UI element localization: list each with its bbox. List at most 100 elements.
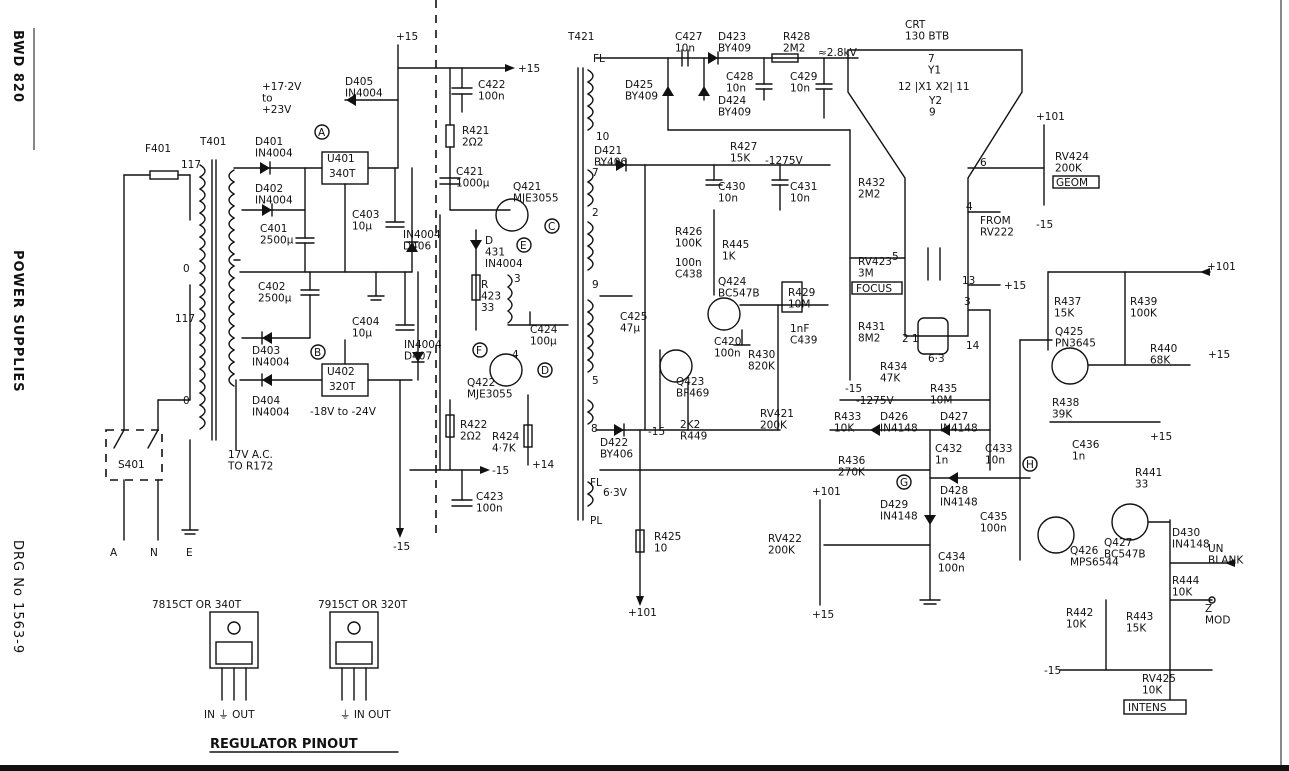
pinout-right-title: 7915CT OR 320T [318,599,408,611]
svg-text:-15: -15 [393,541,410,553]
svg-text:Y29: Y29 [928,95,942,119]
test-point-g [896,474,912,490]
svg-text:FL: FL [593,53,605,65]
svg-text:1: 1 [912,333,919,345]
svg-text:7: 7 [592,167,599,179]
fuse-f401 [149,170,179,180]
svg-text:-15: -15 [492,465,509,477]
svg-text:2: 2 [592,207,599,219]
fuse-label: F401 [145,143,171,155]
svg-text:3: 3 [964,296,971,308]
svg-text:5: 5 [592,375,599,387]
mains-a: A [110,547,118,559]
pinout-right-pins: ⏚ IN OUT [340,709,391,721]
svg-text:13: 13 [962,275,975,287]
svg-text:+15: +15 [518,63,540,75]
svg-text:6·3: 6·3 [928,353,945,365]
svg-text:B: B [314,347,321,359]
svg-text:-18V to -24V: -18V to -24V [310,406,377,418]
test-point-h [1022,456,1038,472]
pinout-left-pins: IN ⏚ OUT [204,709,255,721]
svg-text:+15: +15 [1208,349,1230,361]
svg-text:+15: +15 [1150,431,1172,443]
svg-text:117: 117 [181,159,201,171]
regulator-package-right [329,611,379,669]
svg-text:117: 117 [175,313,195,325]
svg-text:-15: -15 [845,383,862,395]
transistor-q421 [495,198,529,232]
svg-text:+101: +101 [812,486,841,498]
svg-text:+15: +15 [396,31,418,43]
svg-text:C: C [548,221,555,233]
svg-text:14: 14 [966,340,980,352]
svg-text:H: H [1026,459,1034,471]
svg-text:+101: +101 [628,607,657,619]
transformer-t401: T401 17V A.C.TO R172 [198,136,273,473]
svg-text:+15: +15 [1004,280,1026,292]
svg-text:FL: FL [590,477,602,489]
svg-text:E: E [520,240,527,252]
svg-text:0: 0 [183,395,190,407]
svg-text:U402: U402 [327,366,355,378]
transistor-q422 [489,353,523,387]
transistor-q427 [1111,503,1149,541]
svg-text:U401: U401 [327,153,355,165]
svg-text:+101: +101 [1036,111,1065,123]
switch-s401 [105,429,163,481]
test-point-c [544,218,560,234]
mains-e: E [186,547,193,559]
transistor-q425 [1051,347,1089,385]
regulator-pinout: 7815CT OR 340T 7915CT OR 320T IN ⏚ OUT ⏚… [152,599,408,753]
svg-text:4: 4 [966,201,973,213]
svg-text:5: 5 [892,251,899,263]
crt-outline [847,49,1023,337]
